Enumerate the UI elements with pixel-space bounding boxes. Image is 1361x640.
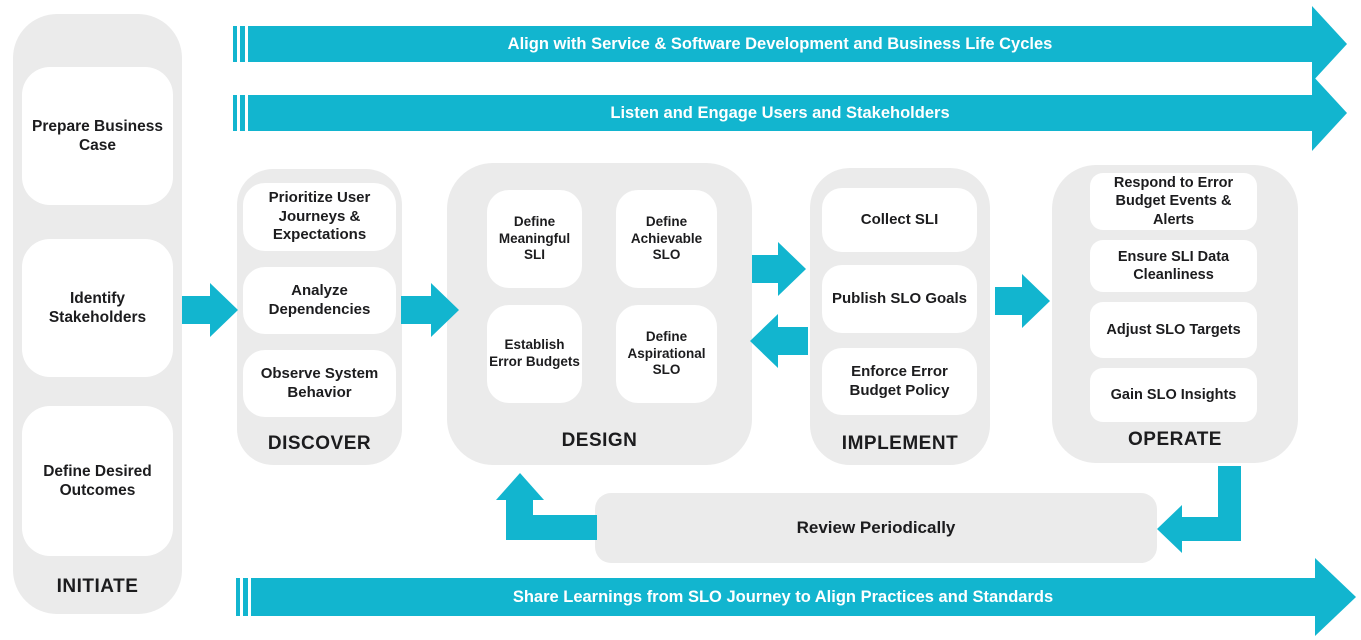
arrow-design-to-implement — [752, 242, 806, 296]
arrow-segment-horizontal — [531, 515, 597, 540]
step-card: Establish Error Budgets — [487, 305, 582, 403]
phase-label-design: DESIGN — [561, 430, 638, 451]
right-arrowhead-icon — [778, 242, 806, 296]
arrow-segment-vertical — [506, 498, 533, 540]
step-card: Enforce Error Budget Policy — [822, 348, 977, 415]
banner-tail-stripe — [236, 578, 240, 616]
banner-tail-stripe — [233, 26, 237, 62]
banner-share-learnings: Share Learnings from SLO Journey to Alig… — [236, 558, 1356, 636]
phase-initiate: Prepare Business Case Identify Stakehold… — [13, 14, 182, 614]
banner-label: Listen and Engage Users and Stakeholders — [248, 95, 1312, 131]
arrow-implement-to-operate — [995, 274, 1050, 328]
arrow-body — [182, 296, 210, 324]
phase-label-initiate: INITIATE — [56, 576, 139, 597]
phase-discover: Prioritize User Journeys & Expectations … — [237, 169, 402, 465]
step-card: Analyze Dependencies — [243, 267, 396, 334]
right-arrowhead-icon — [1022, 274, 1050, 328]
phase-label-operate: OPERATE — [1128, 429, 1222, 450]
review-periodically-box: Review Periodically — [595, 493, 1157, 563]
phase-design: Define Meaningful SLI Define Achievable … — [447, 163, 752, 465]
arrow-body — [752, 255, 778, 283]
right-arrowhead-icon — [1312, 6, 1347, 82]
step-card: Respond to Error Budget Events & Alerts — [1090, 173, 1257, 230]
step-card: Ensure SLI Data Cleanliness — [1090, 240, 1257, 292]
arrow-segment-horizontal — [1181, 517, 1241, 541]
banner-tail-stripe — [243, 578, 248, 616]
arrow-implement-to-design — [750, 314, 808, 368]
banner-label: Align with Service & Software Developmen… — [248, 26, 1312, 62]
step-card: Define Meaningful SLI — [487, 190, 582, 288]
banner-listen-engage: Listen and Engage Users and Stakeholders — [233, 75, 1347, 151]
arrow-initiate-to-discover — [182, 283, 238, 337]
step-card: Adjust SLO Targets — [1090, 302, 1257, 358]
arrow-body — [995, 287, 1022, 315]
step-card: Define Achievable SLO — [616, 190, 717, 288]
banner-tail-stripe — [233, 95, 237, 131]
banner-label: Share Learnings from SLO Journey to Alig… — [251, 578, 1315, 616]
arrow-body — [401, 296, 431, 324]
arrow-body — [778, 327, 808, 355]
banner-tail-stripe — [240, 26, 245, 62]
left-arrowhead-icon — [750, 314, 778, 368]
step-card: Prioritize User Journeys & Expectations — [243, 183, 396, 251]
right-arrowhead-icon — [210, 283, 238, 337]
step-card: Identify Stakeholders — [22, 239, 173, 377]
step-card: Gain SLO Insights — [1090, 368, 1257, 422]
phase-label-discover: DISCOVER — [267, 433, 372, 454]
step-card: Define Desired Outcomes — [22, 406, 173, 556]
right-arrowhead-icon — [1312, 75, 1347, 151]
phase-label-implement: IMPLEMENT — [841, 433, 959, 454]
right-arrowhead-icon — [431, 283, 459, 337]
step-card: Prepare Business Case — [22, 67, 173, 205]
up-arrowhead-icon — [496, 473, 544, 500]
right-arrowhead-icon — [1315, 558, 1356, 636]
banner-align-lifecycles: Align with Service & Software Developmen… — [233, 6, 1347, 82]
step-card: Observe System Behavior — [243, 350, 396, 417]
phase-implement: Collect SLI Publish SLO Goals Enforce Er… — [810, 168, 990, 465]
step-card: Collect SLI — [822, 188, 977, 252]
phase-operate: Respond to Error Budget Events & Alerts … — [1052, 165, 1298, 463]
step-card: Define Aspirational SLO — [616, 305, 717, 403]
arrow-discover-to-design — [401, 283, 459, 337]
left-arrowhead-icon — [1157, 505, 1182, 553]
step-card: Publish SLO Goals — [822, 265, 977, 333]
banner-tail-stripe — [240, 95, 245, 131]
